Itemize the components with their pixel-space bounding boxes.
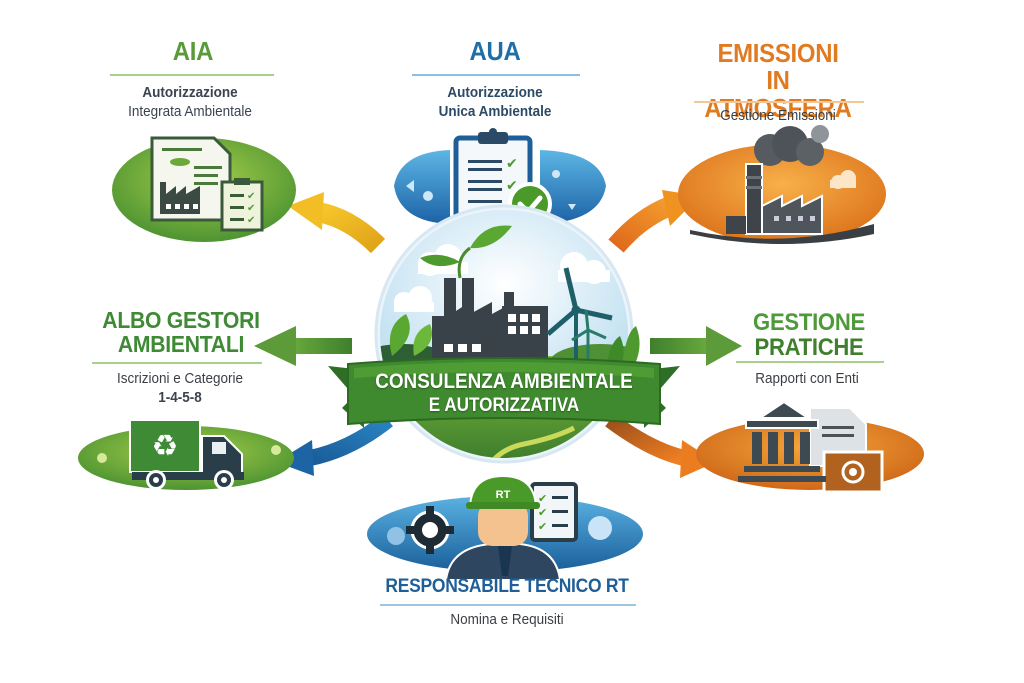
aua-title: AUA: [469, 36, 521, 66]
albo-subtitle-line2: 1-4-5-8: [158, 388, 202, 406]
emissioni-divider: [694, 101, 864, 103]
svg-text:✔: ✔: [247, 191, 255, 202]
aia-subtitle-line1: Autorizzazione: [142, 84, 238, 101]
aua-divider: [412, 74, 580, 76]
svg-text:✔: ✔: [506, 155, 518, 171]
clipboard-checkmark-icon: ✔ ✔: [394, 128, 606, 227]
aia-title: AIA: [172, 36, 214, 66]
albo-divider: [92, 362, 262, 364]
arrow-to-albo: [254, 326, 352, 366]
gear-teeth: [406, 506, 454, 554]
svg-text:♻: ♻: [152, 430, 179, 463]
aua-subtitle-line2: Unica Ambientale: [438, 102, 552, 120]
aia-subtitle: Autorizzazione Integrata Ambientale: [100, 84, 280, 122]
pratiche-title-line1: GESTIONE: [753, 309, 865, 336]
svg-text:✔: ✔: [247, 215, 255, 226]
albo-title: ALBO GESTORI AMBIENTALI: [94, 308, 269, 356]
rt-subtitle: Nomina e Requisiti: [450, 611, 564, 628]
svg-text:✔: ✔: [538, 493, 547, 505]
aia-divider: [110, 74, 274, 76]
pratiche-title: GESTIONE PRATICHE: [731, 309, 887, 362]
center-banner: CONSULENZA AMBIENTALE E AUTORIZZATIVA: [348, 362, 660, 428]
factory-smoke-icon: [678, 125, 886, 244]
aua-subtitle-line1: Autorizzazione: [447, 84, 543, 101]
albo-subtitle: Iscrizioni e Categorie 1-4-5-8: [90, 370, 270, 408]
center-title-line2: E AUTORIZZATIVA: [428, 395, 580, 416]
albo-title-line1: ALBO GESTORI: [102, 307, 260, 333]
emissioni-title-line2: IN ATMOSFERA: [704, 65, 852, 123]
albo-subtitle-line1: Iscrizioni e Categorie: [116, 370, 244, 387]
rt-title: RESPONSABILE TECNICO RT: [385, 576, 629, 597]
aua-subtitle: Autorizzazione Unica Ambientale: [405, 84, 585, 122]
helmet-label: RT: [496, 489, 511, 501]
aia-subtitle-line2: Integrata Ambientale: [128, 102, 252, 120]
svg-text:✔: ✔: [506, 177, 518, 193]
albo-title-line2: AMBIENTALI: [117, 331, 245, 358]
technician-helmet-icon: ✔ ✔ ✔ RT: [367, 474, 643, 581]
svg-text:✔: ✔: [247, 203, 255, 214]
svg-text:✔: ✔: [538, 521, 547, 533]
arrow-to-pratiche: [650, 326, 742, 366]
emissioni-title-line1: EMISSIONI: [717, 38, 839, 68]
rt-divider: [380, 604, 636, 606]
pratiche-divider: [736, 361, 884, 363]
recycling-truck-icon: ♻: [78, 419, 294, 490]
center-title-line1: CONSULENZA AMBIENTALE: [375, 370, 633, 393]
pratiche-title-line2: PRATICHE: [754, 334, 864, 362]
arrow-to-albo-truck: [276, 413, 393, 476]
factory-document-checklist-icon: ✔ ✔ ✔: [112, 136, 296, 242]
institution-documents-icon: [696, 400, 924, 494]
eco-factory-globe-icon: [328, 204, 680, 464]
emissioni-title: EMISSIONI IN ATMOSFERA: [695, 38, 861, 123]
pratiche-subtitle: Rapporti con Enti: [755, 370, 859, 387]
emissioni-subtitle: Gestione Emissioni: [720, 107, 836, 124]
wind-turbine-large: [546, 267, 613, 374]
arrow-to-aia: [288, 192, 386, 254]
svg-text:✔: ✔: [538, 507, 547, 519]
